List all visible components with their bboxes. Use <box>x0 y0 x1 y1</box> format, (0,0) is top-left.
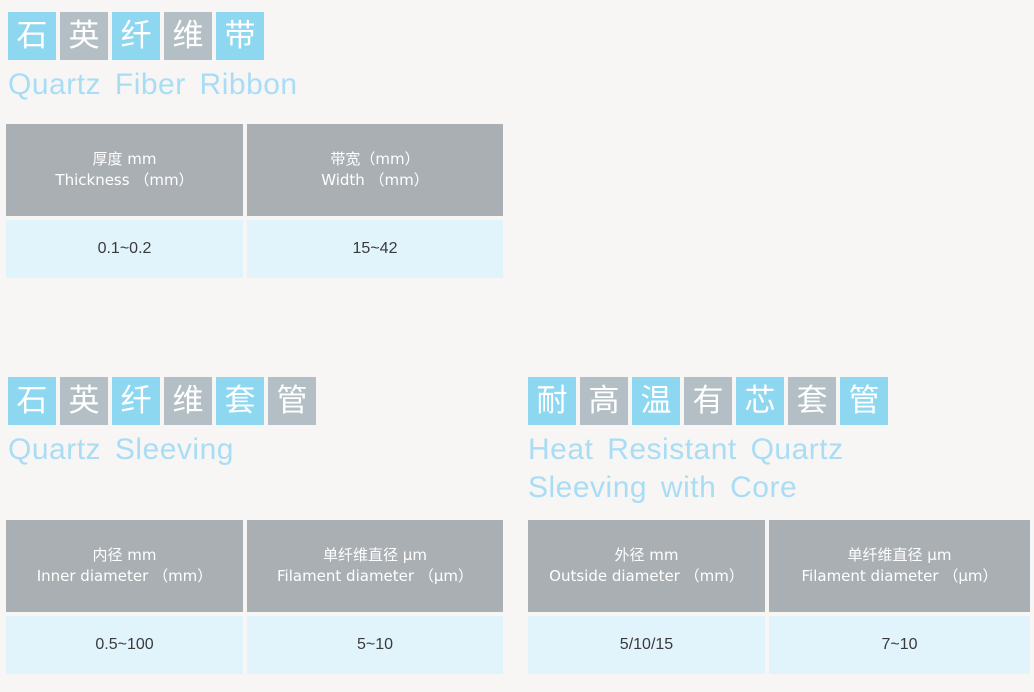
cjk-char-box: 带 <box>216 12 264 60</box>
spec-column: 单纤维直径 μm Filament diameter （μm） 7~10 <box>769 520 1030 674</box>
header-line-en: Filament diameter （μm） <box>277 567 473 585</box>
cjk-char-box: 纤 <box>112 377 160 425</box>
cjk-char-box: 维 <box>164 377 212 425</box>
spec-column: 单纤维直径 μm Filament diameter （μm） 5~10 <box>247 520 503 674</box>
cjk-char-box: 有 <box>684 377 732 425</box>
column-header: 单纤维直径 μm Filament diameter （μm） <box>769 520 1030 612</box>
cell-value: 7~10 <box>769 616 1030 674</box>
cjk-char-box: 英 <box>60 12 108 60</box>
cjk-title-sleeving: 石 英 纤 维 套 管 <box>8 377 316 425</box>
cjk-char-box: 高 <box>580 377 628 425</box>
column-header: 单纤维直径 μm Filament diameter （μm） <box>247 520 503 612</box>
cjk-char-box: 维 <box>164 12 212 60</box>
cjk-char-box: 石 <box>8 377 56 425</box>
header-line-en: Width （mm） <box>321 171 429 189</box>
cjk-char-box: 管 <box>840 377 888 425</box>
header-line-cjk: 外径 mm <box>614 546 679 564</box>
cell-value: 0.1~0.2 <box>6 220 243 278</box>
spec-column: 带宽（mm） Width （mm） 15~42 <box>247 124 503 278</box>
cjk-char-box: 芯 <box>736 377 784 425</box>
english-title-sleeving: Quartz Sleeving <box>8 433 234 466</box>
cjk-title-core: 耐 高 温 有 芯 套 管 <box>528 377 888 425</box>
header-line-cjk: 带宽（mm） <box>330 150 420 168</box>
section-quartz-sleeving: 石 英 纤 维 套 管 Quartz Sleeving <box>8 377 316 469</box>
spec-column: 外径 mm Outside diameter （mm） 5/10/15 <box>528 520 765 674</box>
english-title-core: Heat Resistant Quartz Sleeving with Core <box>528 433 844 504</box>
spec-table-ribbon: 厚度 mm Thickness （mm） 0.1~0.2 带宽（mm） Widt… <box>6 124 503 278</box>
english-title-ribbon: Quartz Fiber Ribbon <box>8 68 298 101</box>
section-quartz-fiber-ribbon: 石 英 纤 维 带 Quartz Fiber Ribbon <box>8 12 298 104</box>
cjk-char-box: 套 <box>788 377 836 425</box>
header-line-cjk: 单纤维直径 μm <box>847 546 952 564</box>
cell-value: 5~10 <box>247 616 503 674</box>
column-header: 外径 mm Outside diameter （mm） <box>528 520 765 612</box>
section-heat-resistant-quartz-sleeving-with-core: 耐 高 温 有 芯 套 管 Heat Resistant Quartz Slee… <box>528 377 888 507</box>
header-line-cjk: 内径 mm <box>92 546 157 564</box>
header-line-en: Outside diameter （mm） <box>549 567 744 585</box>
cjk-char-box: 石 <box>8 12 56 60</box>
column-header: 内径 mm Inner diameter （mm） <box>6 520 243 612</box>
header-line-en: Thickness （mm） <box>55 171 194 189</box>
spec-table-sleeving: 内径 mm Inner diameter （mm） 0.5~100 单纤维直径 … <box>6 520 503 674</box>
cjk-char-box: 耐 <box>528 377 576 425</box>
header-line-en: Inner diameter （mm） <box>36 567 213 585</box>
cjk-char-box: 纤 <box>112 12 160 60</box>
header-line-cjk: 单纤维直径 μm <box>323 546 427 564</box>
header-line-cjk: 厚度 mm <box>92 150 157 168</box>
spec-column: 厚度 mm Thickness （mm） 0.1~0.2 <box>6 124 243 278</box>
header-line-en: Filament diameter （μm） <box>801 567 998 585</box>
cjk-title-ribbon: 石 英 纤 维 带 <box>8 12 298 60</box>
spec-table-core: 外径 mm Outside diameter （mm） 5/10/15 单纤维直… <box>528 520 1030 674</box>
cell-value: 5/10/15 <box>528 616 765 674</box>
cell-value: 15~42 <box>247 220 503 278</box>
cjk-char-box: 管 <box>268 377 316 425</box>
column-header: 带宽（mm） Width （mm） <box>247 124 503 216</box>
cell-value: 0.5~100 <box>6 616 243 674</box>
cjk-char-box: 英 <box>60 377 108 425</box>
spec-column: 内径 mm Inner diameter （mm） 0.5~100 <box>6 520 243 674</box>
cjk-char-box: 温 <box>632 377 680 425</box>
cjk-char-box: 套 <box>216 377 264 425</box>
column-header: 厚度 mm Thickness （mm） <box>6 124 243 216</box>
